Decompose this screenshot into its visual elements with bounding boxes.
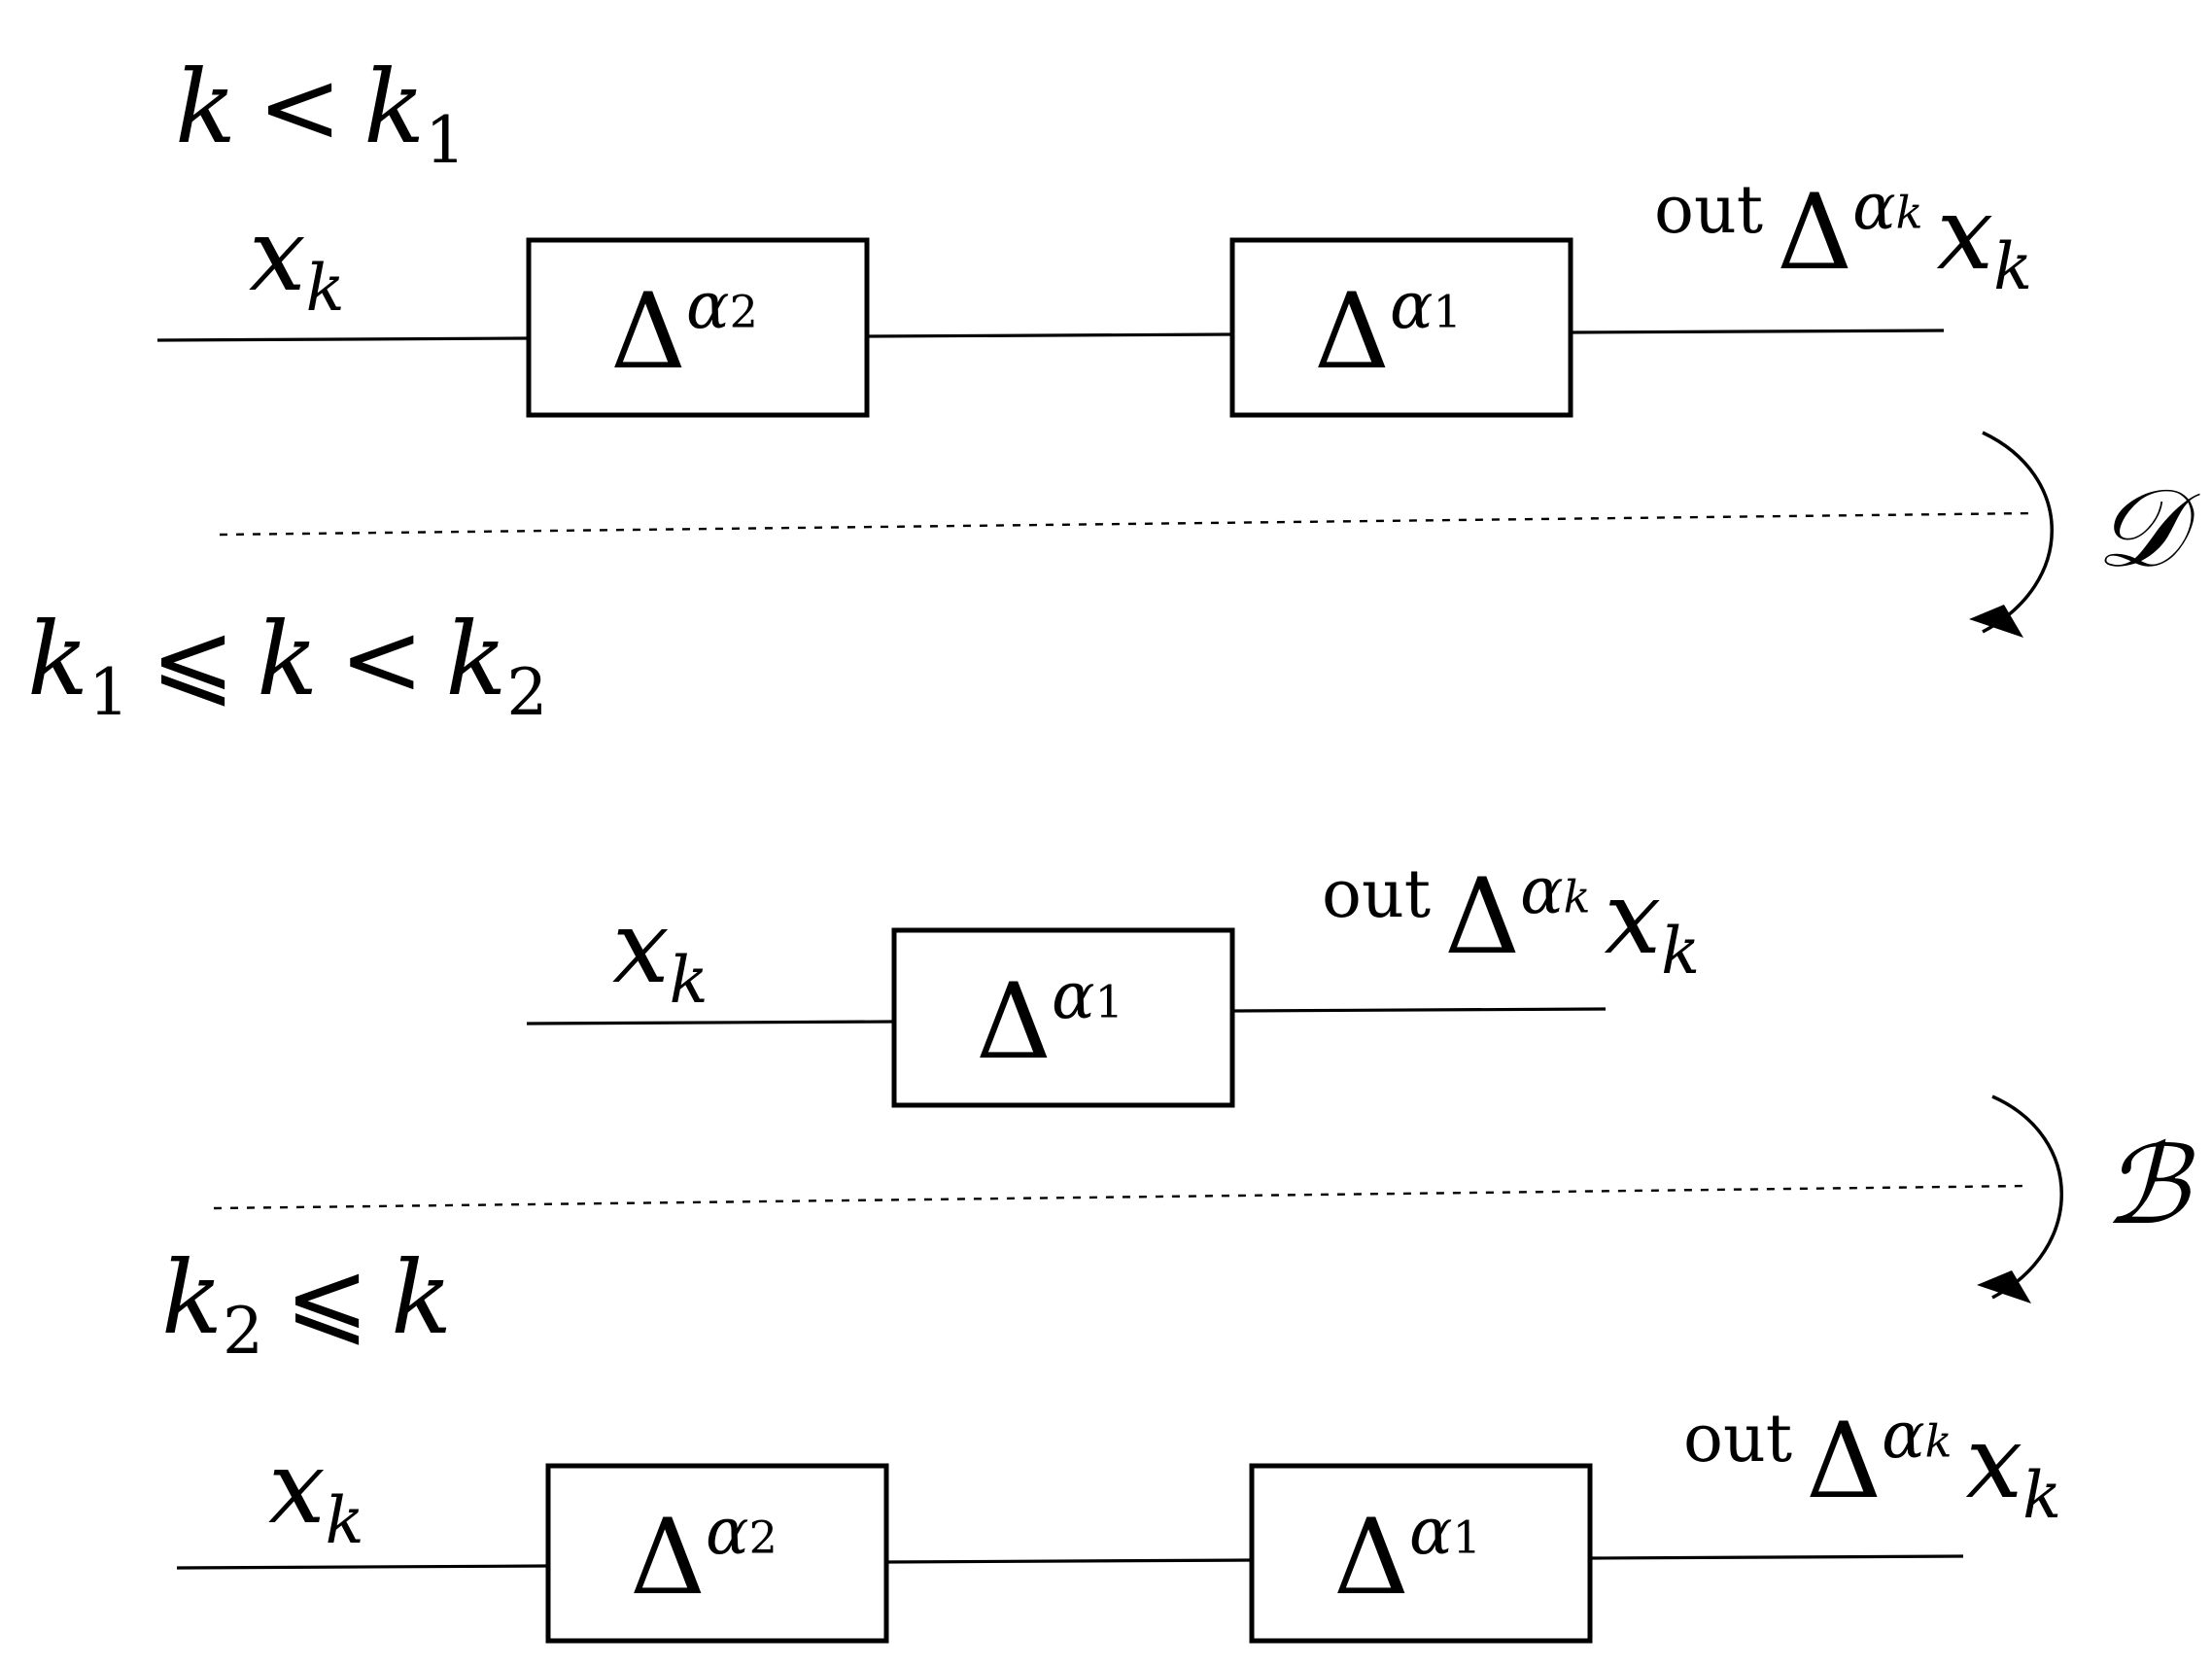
cond-var: k: [27, 600, 89, 718]
row3-box-alpha1-label: Δα1: [1333, 1500, 1481, 1611]
row1-box-alpha2: [526, 237, 870, 418]
row3-middle-wire: [885, 1558, 1253, 1564]
row2-input-label: xk: [612, 896, 709, 1013]
input-var: x: [249, 195, 306, 314]
cond-rel: <: [339, 600, 425, 718]
box-sup: α: [686, 268, 730, 343]
box-delta: Δ: [976, 960, 1052, 1083]
row1-output-wire: [1570, 329, 1945, 334]
box-supsub: 2: [748, 1511, 778, 1564]
output-out: out: [1683, 1400, 1793, 1477]
box-delta: Δ: [630, 1496, 706, 1618]
box-sup: α: [1390, 268, 1434, 343]
cond-sub: 1: [88, 655, 130, 731]
condition-k-less-k1: k<k1: [175, 56, 466, 173]
separator-2: [213, 1184, 2028, 1210]
input-sub: k: [305, 251, 345, 327]
box-delta: Δ: [1333, 1496, 1409, 1618]
cond-rel: ⩽: [151, 600, 236, 718]
output-supsub: k: [1563, 870, 1591, 923]
input-sub: k: [669, 943, 709, 1019]
row2-output-wire: [1231, 1007, 1607, 1013]
row2-input-wire: [526, 1020, 895, 1025]
output-sup: α: [1520, 853, 1564, 928]
row2-box-alpha1-label: Δα1: [976, 964, 1123, 1075]
output-supsub: k: [1895, 186, 1923, 239]
transition-arrow-d: [1982, 431, 2054, 634]
row1-box-alpha2-label: Δα2: [610, 274, 758, 385]
transition-label-d: 𝒟: [2095, 466, 2183, 592]
row1-input-wire: [156, 336, 530, 342]
row1-middle-wire: [866, 332, 1233, 338]
row3-output-wire: [1589, 1554, 1964, 1560]
cond-sub: 2: [223, 1294, 264, 1370]
cond-var: k: [161, 1238, 224, 1357]
transition-label-b: ℬ: [2103, 1123, 2190, 1249]
transition-arrow-b: [1991, 1095, 2063, 1300]
box-delta: Δ: [610, 270, 686, 393]
output-supsub: k: [1924, 1414, 1953, 1468]
row1-box-alpha1-label: Δα1: [1314, 274, 1462, 385]
input-var: x: [612, 887, 670, 1006]
condition-k2-leq-k: k2⩽k: [161, 1247, 452, 1364]
box-supsub: 1: [1094, 975, 1123, 1028]
output-delta: Δ: [1777, 171, 1853, 294]
box-supsub: 2: [729, 285, 758, 338]
output-out: out: [1654, 171, 1764, 249]
cond-var: k: [391, 1238, 453, 1357]
separator-1: [219, 511, 2034, 537]
row3-input-wire: [176, 1564, 549, 1570]
row2-box-alpha1: [891, 927, 1235, 1108]
transition-arrowhead-d: [1969, 605, 2023, 638]
cond-sub: 2: [506, 655, 548, 731]
output-var: x: [1604, 857, 1662, 977]
row3-box-alpha1: [1249, 1463, 1593, 1644]
row3-box-alpha2-label: Δα2: [630, 1500, 778, 1611]
box-sup: α: [706, 1494, 749, 1569]
box-delta: Δ: [1314, 270, 1390, 393]
cond-var: k: [175, 48, 237, 166]
row1-box-alpha1: [1229, 237, 1573, 418]
cond-var: k: [445, 600, 507, 718]
box-sup: α: [1052, 958, 1095, 1033]
output-delta: Δ: [1444, 855, 1521, 978]
output-out: out: [1322, 855, 1432, 933]
box-sup: α: [1409, 1494, 1453, 1569]
output-var: x: [1965, 1402, 2023, 1521]
output-var: x: [1936, 173, 1994, 293]
output-delta: Δ: [1806, 1400, 1883, 1522]
box-supsub: 1: [1452, 1511, 1481, 1564]
row3-box-alpha2: [545, 1463, 889, 1644]
cond-rel: <: [258, 48, 343, 166]
cond-var: k: [363, 48, 426, 166]
condition-k1-leq-k-less-k2: k1⩽k<k2: [27, 608, 547, 725]
cond-rel: ⩽: [285, 1238, 370, 1357]
input-sub: k: [325, 1483, 364, 1559]
output-sup: α: [1882, 1398, 1925, 1473]
output-sup: α: [1852, 169, 1896, 244]
output-sub: k: [1661, 914, 1701, 990]
row1-input-label: xk: [249, 204, 345, 321]
output-sub: k: [1993, 229, 2033, 305]
transition-arrowhead-b: [1977, 1270, 2031, 1303]
cond-sub: 1: [425, 103, 467, 179]
input-var: x: [268, 1428, 326, 1546]
box-supsub: 1: [1433, 285, 1462, 338]
output-sub: k: [2022, 1458, 2062, 1534]
row3-input-label: xk: [268, 1437, 364, 1553]
cond-var: k: [257, 600, 319, 718]
